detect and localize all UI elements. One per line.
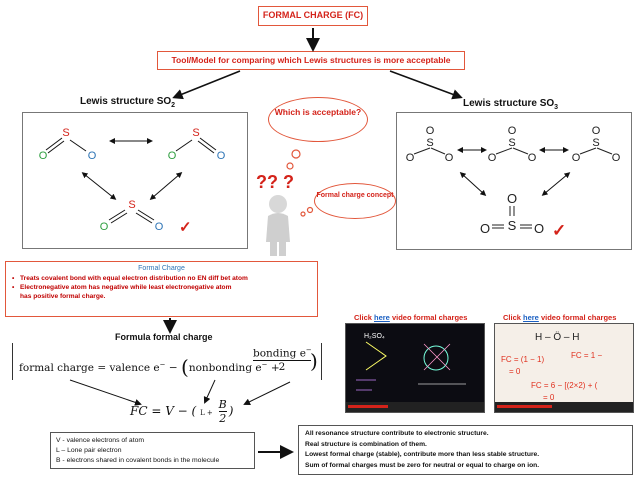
svg-text:FC = (1 − 1): FC = (1 − 1) xyxy=(501,355,544,364)
atom-o: O xyxy=(406,152,415,164)
so2-structure-3: S O O ✓ xyxy=(100,199,192,236)
atom-o: O xyxy=(612,152,621,164)
atom-o: O xyxy=(100,221,109,233)
arrow-to-so2 xyxy=(172,70,241,100)
atom-o: O xyxy=(508,125,517,137)
atom-o: O xyxy=(572,152,581,164)
atom-o: O xyxy=(168,150,177,162)
video1-player[interactable]: H₂SO₄ xyxy=(345,323,485,413)
formal-charge-box: Formal Charge Treats covalent bond with … xyxy=(5,261,318,317)
fc-bullet-2-cont: has positive formal charge. xyxy=(20,293,106,300)
atom-s: S xyxy=(508,218,517,233)
svg-text:H₂SO₄: H₂SO₄ xyxy=(364,333,385,340)
video1-link[interactable]: here xyxy=(374,313,390,322)
so2-structures: S O O S O O S O O ✓ xyxy=(39,127,226,236)
legend-v: V - valence electrons of atom xyxy=(56,437,145,444)
formula-title: Formula formal charge xyxy=(115,332,213,342)
note-1: All resonance structure contribute to el… xyxy=(305,430,489,437)
atom-o: O xyxy=(528,152,537,164)
title-box: FORMAL CHARGE (FC) xyxy=(258,6,368,26)
so3-structure-3: O S O O xyxy=(572,125,621,164)
video2-label: Click here video formal charges xyxy=(503,313,617,322)
atom-o: O xyxy=(507,191,517,206)
atom-o: O xyxy=(88,150,97,162)
so3-structure-1: O S O O xyxy=(406,125,454,164)
page-title: FORMAL CHARGE (FC) xyxy=(262,10,364,20)
atom-o: O xyxy=(155,221,164,233)
note-4: Sum of formal charges must be zero for n… xyxy=(305,461,540,469)
so2-structure-2: S O O xyxy=(168,127,226,162)
video2-link[interactable]: here xyxy=(523,313,539,322)
atom-o: O xyxy=(426,125,435,137)
atom-o: O xyxy=(592,125,601,137)
tool-text: Tool/Model for comparing which Lewis str… xyxy=(171,55,451,65)
note-2: Real structure is combination of them. xyxy=(305,440,427,448)
atom-s: S xyxy=(62,127,69,139)
arrow-to-so3 xyxy=(389,70,463,100)
video1-frame: H₂SO₄ xyxy=(346,333,484,412)
so2-structure-1: S O O xyxy=(39,127,97,162)
atom-s: S xyxy=(508,137,515,149)
notes-box: All resonance structure contribute to el… xyxy=(298,425,633,475)
atom-s: S xyxy=(192,127,199,139)
video2-frame: H – Ö – H FC = (1 − 1) = 0 FC = 1 − FC =… xyxy=(495,331,633,412)
formula-main: formal charge = valence e− − (nonbonding… xyxy=(12,343,322,380)
note-3: Lowest formal charge (stable), contribut… xyxy=(305,451,540,458)
arrow-valence xyxy=(69,379,142,406)
check-icon: ✓ xyxy=(179,219,192,236)
legend-b: B - electrons shared in covalent bonds i… xyxy=(56,457,220,464)
svg-text:FC = 1 −: FC = 1 − xyxy=(571,351,602,360)
check-icon: ✓ xyxy=(552,221,566,240)
atom-o: O xyxy=(445,152,454,164)
lewis-so2-title: Lewis structure SO2 xyxy=(80,96,176,109)
atom-o: O xyxy=(480,221,490,236)
fc-box-header: Formal Charge xyxy=(138,265,185,272)
bubble-acceptable: Which is acceptable? xyxy=(268,97,368,142)
question-marks-icon: ?? ? xyxy=(256,172,294,192)
so3-panel xyxy=(396,112,632,250)
arrow-nonbonding xyxy=(203,379,216,404)
atom-s: S xyxy=(128,199,135,211)
svg-text:H – Ö – H: H – Ö – H xyxy=(535,331,579,343)
bubble-concept: Formal charge concept xyxy=(314,183,396,219)
fc-bullet-1: Treats covalent bond with equal electron… xyxy=(12,274,311,283)
atom-o: O xyxy=(488,152,497,164)
fc-bullet-2: Electronegative atom has negative while … xyxy=(12,283,311,292)
atom-s: S xyxy=(592,137,599,149)
video1-label: Click here video formal charges xyxy=(354,313,468,322)
legend-box: V - valence electrons of atom L – Lone p… xyxy=(50,432,255,469)
svg-text:= 0: = 0 xyxy=(509,367,521,376)
svg-text:= 0: = 0 xyxy=(543,393,555,402)
lewis-so3-title: Lewis structure SO3 xyxy=(463,98,559,111)
so3-structure-final: O S O O ✓ xyxy=(480,191,566,240)
so2-panel xyxy=(22,112,248,249)
thinking-figure: ?? ? xyxy=(256,149,314,256)
legend-l: L – Lone pair electron xyxy=(56,447,122,454)
atom-o: O xyxy=(39,150,48,162)
atom-s: S xyxy=(426,137,433,149)
atom-o: O xyxy=(534,221,544,236)
so3-structure-2: O S O O xyxy=(488,125,537,164)
svg-text:FC = 6 − [(2×2) + (: FC = 6 − [(2×2) + ( xyxy=(531,381,598,390)
video2-player[interactable]: H – Ö – H FC = (1 − 1) = 0 FC = 1 − FC =… xyxy=(494,323,634,413)
so3-structures: O S O O O S O O O S O O O S O O ✓ xyxy=(406,125,621,240)
arrow-bonding xyxy=(243,381,291,405)
formula-fc: FC = V − ( L + B 2 ) xyxy=(130,398,234,425)
atom-o: O xyxy=(217,150,226,162)
